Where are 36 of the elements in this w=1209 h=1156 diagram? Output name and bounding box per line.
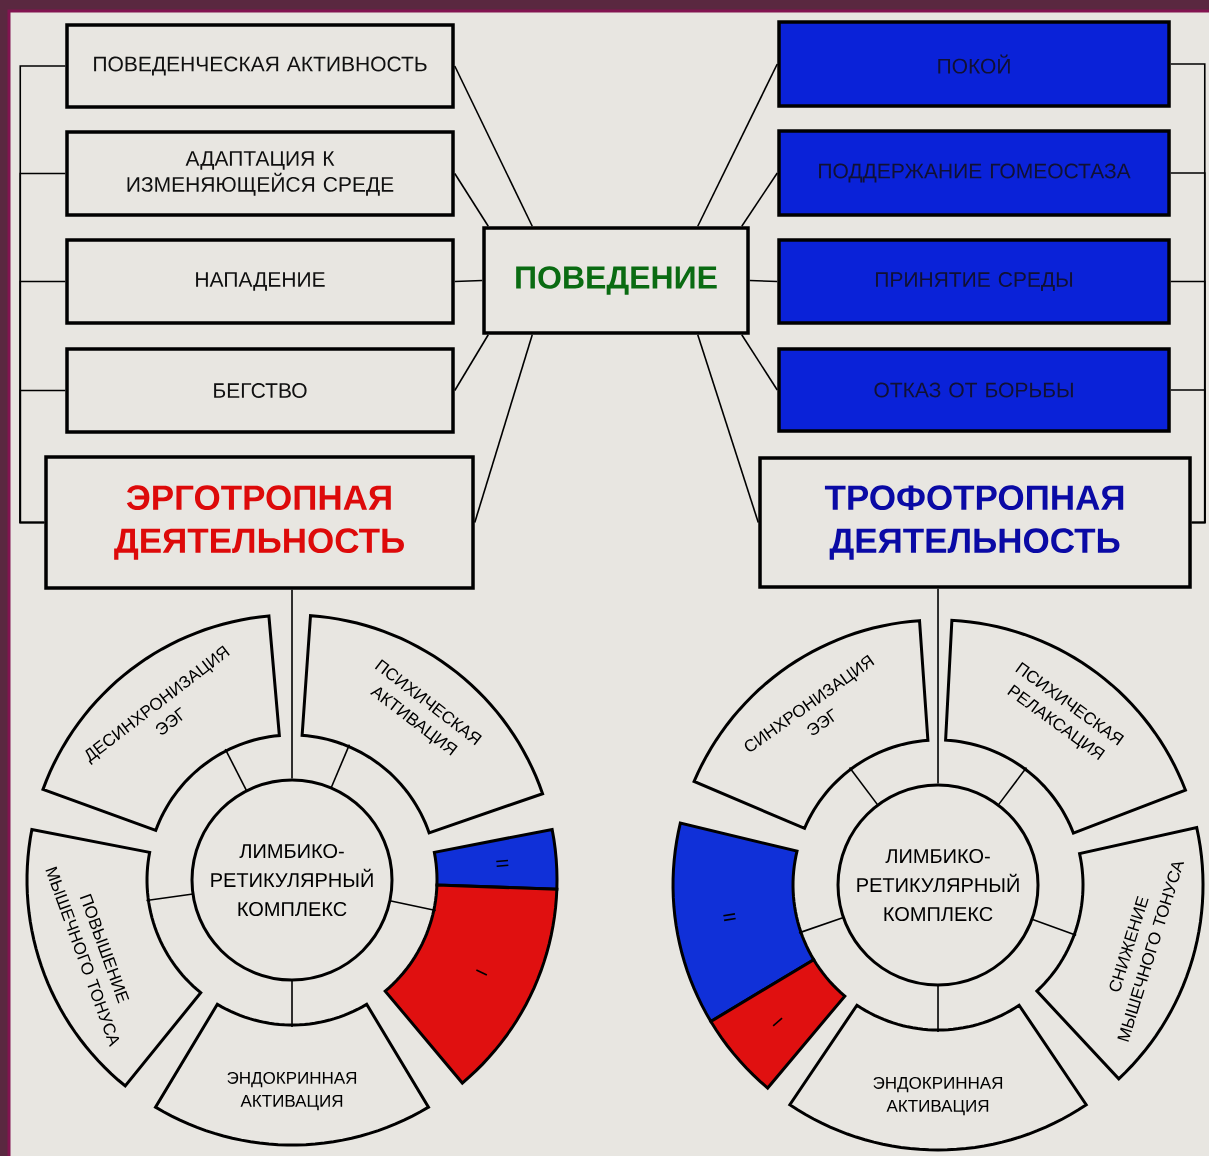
connector-line (696, 63, 779, 228)
connector-line (453, 65, 534, 228)
connector-line (937, 587, 939, 785)
label-box: НАПАДЕНИЕ (65, 238, 455, 325)
label-box: ПРИНЯТИЕ СРЕДЫ (777, 238, 1171, 325)
connector-line (473, 333, 534, 524)
connector-line (291, 979, 293, 1028)
connector-line (453, 333, 490, 392)
connector-line (1169, 389, 1206, 524)
connector-line (1031, 918, 1077, 937)
connector-line (798, 916, 845, 934)
connector-line (19, 389, 67, 524)
label-box: БЕГСТВО (65, 347, 455, 434)
label-box: ПОВЕДЕНЧЕСКАЯ АКТИВНОСТЬ (65, 23, 455, 109)
connector-line (848, 766, 879, 806)
connector-line (748, 279, 779, 283)
connector-line (740, 333, 779, 391)
connector-line (997, 766, 1028, 806)
label-box: АДАПТАЦИЯ К ИЗМЕНЯЮЩЕЙСЯ СРЕДЕ (65, 130, 455, 217)
connector-line (330, 743, 351, 789)
connector-line (291, 588, 293, 780)
label-box: ПОДДЕРЖАНИЕ ГОМЕОСТАЗА (777, 129, 1171, 217)
connector-line (453, 172, 490, 228)
label-box: ОТКАЗ ОТ БОРЬБЫ (777, 347, 1171, 433)
connector-line (740, 172, 779, 228)
connector-line (937, 984, 939, 1033)
heading-box: ЭРГОТРОПНАЯ ДЕЯТЕЛЬНОСТЬ (44, 455, 475, 590)
connector-line (696, 333, 760, 524)
heading-box: ТРОФОТРОПНАЯ ДЕЯТЕЛЬНОСТЬ (758, 456, 1192, 589)
connector-line (145, 893, 194, 902)
connector-line (453, 279, 484, 283)
connector-line (224, 748, 248, 792)
heading-box: ПОВЕДЕНИЕ (482, 226, 750, 335)
ring-sector: II (432, 827, 559, 891)
label-box: ПОКОЙ (777, 20, 1171, 108)
connector-line (389, 900, 437, 912)
